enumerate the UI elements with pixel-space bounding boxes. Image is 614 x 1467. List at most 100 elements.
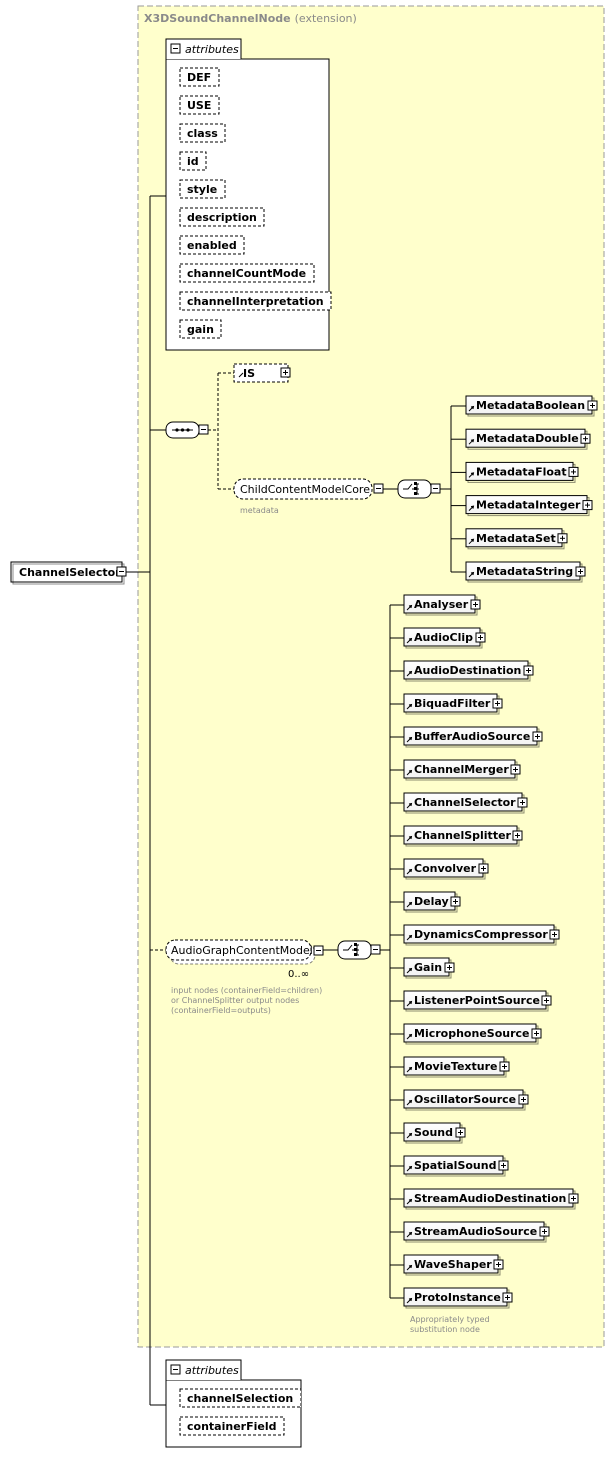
sequence-compositor[interactable] xyxy=(165,421,209,439)
audio-element-label: Analyser xyxy=(414,598,469,611)
attribute-label: containerField xyxy=(187,1420,276,1433)
audio-element-label: AudioDestination xyxy=(414,664,521,677)
audio-choice-compositor[interactable] xyxy=(337,940,381,960)
extension-base-label: X3DSoundChannelNode xyxy=(144,12,291,25)
attribute-label: gain xyxy=(187,323,214,336)
audio-element-StreamAudioSource[interactable]: StreamAudioSource xyxy=(403,1221,550,1243)
audio-graph-label: AudioGraphContentModel xyxy=(171,944,313,957)
attribute-label: enabled xyxy=(187,239,237,252)
audio-element-label: AudioClip xyxy=(414,631,473,644)
attribute-label: channelCountMode xyxy=(187,267,306,280)
audio-element-DynamicsCompressor[interactable]: DynamicsCompressor xyxy=(403,924,560,946)
audio-element-Sound[interactable]: Sound xyxy=(403,1122,466,1144)
metadata-element-MetadataDouble[interactable]: MetadataDouble xyxy=(465,428,591,450)
audio-element-MovieTexture[interactable]: MovieTexture xyxy=(403,1056,510,1078)
attribute-label: channelInterpretation xyxy=(187,295,324,308)
audio-graph-annotation-line-1: input nodes (containerField=children) xyxy=(171,986,322,995)
audio-choice-lines xyxy=(380,605,391,1298)
attribute-label: style xyxy=(187,183,217,196)
audio-element-ChannelSelector[interactable]: ChannelSelector xyxy=(403,792,528,814)
bottom-attribute-channelSelection[interactable]: channelSelection xyxy=(179,1388,302,1408)
top-attribute-channelCountMode[interactable]: channelCountMode xyxy=(179,263,315,283)
audio-element-Convolver[interactable]: Convolver xyxy=(403,858,489,880)
audio-element-ListenerPointSource[interactable]: ListenerPointSource xyxy=(403,990,552,1012)
audio-element-label: Gain xyxy=(414,961,442,974)
top-attribute-DEF[interactable]: DEF xyxy=(179,67,220,87)
metadata-element-label: MetadataBoolean xyxy=(476,399,585,412)
attributes-top-group: attributes DEF USE class id style description… xyxy=(165,38,332,351)
audio-element-label: ChannelSelector xyxy=(414,796,516,809)
audio-element-label: MovieTexture xyxy=(414,1060,497,1073)
proto-annotation-line-1: Appropriately typed xyxy=(410,1315,490,1324)
audio-element-SpatialSound[interactable]: SpatialSound xyxy=(403,1155,509,1177)
root-element-label: ChannelSelector xyxy=(19,566,121,579)
is-element[interactable]: IS xyxy=(233,363,291,383)
attributes-top-title: attributes xyxy=(185,43,239,56)
audio-element-MicrophoneSource[interactable]: MicrophoneSource xyxy=(403,1023,542,1045)
attribute-label: DEF xyxy=(187,71,211,84)
audio-element-OscillatorSource[interactable]: OscillatorSource xyxy=(403,1089,529,1111)
is-element-label: IS xyxy=(243,367,255,380)
attribute-label: class xyxy=(187,127,218,140)
audio-element-Delay[interactable]: Delay xyxy=(403,891,461,913)
audio-element-label: BiquadFilter xyxy=(414,697,491,710)
top-attribute-description[interactable]: description xyxy=(179,207,265,227)
audio-element-label: Sound xyxy=(414,1126,453,1139)
root-element[interactable]: ChannelSelector xyxy=(10,561,127,585)
metadata-element-label: MetadataSet xyxy=(476,532,556,545)
audio-element-WaveShaper[interactable]: WaveShaper xyxy=(403,1254,504,1276)
child-core-annotation: metadata xyxy=(240,506,279,515)
top-attribute-enabled[interactable]: enabled xyxy=(179,235,245,255)
audio-element-label: StreamAudioSource xyxy=(414,1225,537,1238)
audio-element-label: ChannelMerger xyxy=(414,763,509,776)
audio-element-Analyser[interactable]: Analyser xyxy=(403,594,481,616)
audio-element-AudioDestination[interactable]: AudioDestination xyxy=(403,660,534,682)
metadata-element-MetadataFloat[interactable]: MetadataFloat xyxy=(465,461,579,483)
audio-graph-annotation-line-3: (containerField=outputs) xyxy=(171,1006,271,1015)
audio-element-AudioClip[interactable]: AudioClip xyxy=(403,627,486,649)
audio-graph-annotation-line-2: or ChannelSplitter output nodes xyxy=(171,996,299,1005)
audio-element-label: ChannelSplitter xyxy=(414,829,512,842)
top-attribute-class[interactable]: class xyxy=(179,123,226,143)
audio-element-StreamAudioDestination[interactable]: StreamAudioDestination xyxy=(403,1188,579,1210)
top-attribute-id[interactable]: id xyxy=(179,151,207,171)
metadata-element-MetadataInteger[interactable]: MetadataInteger xyxy=(465,495,593,517)
audio-element-label: ListenerPointSource xyxy=(414,994,540,1007)
audio-element-label: WaveShaper xyxy=(414,1258,492,1271)
top-attribute-gain[interactable]: gain xyxy=(179,319,222,339)
audio-element-label: DynamicsCompressor xyxy=(414,928,548,941)
audio-element-label: StreamAudioDestination xyxy=(414,1192,566,1205)
top-attribute-style[interactable]: style xyxy=(179,179,226,199)
attribute-label: id xyxy=(187,155,199,168)
metadata-element-label: MetadataFloat xyxy=(476,465,567,478)
attribute-label: USE xyxy=(187,99,211,112)
metadata-element-MetadataSet[interactable]: MetadataSet xyxy=(465,528,568,550)
bottom-attribute-containerField[interactable]: containerField xyxy=(179,1416,285,1436)
audio-element-ChannelSplitter[interactable]: ChannelSplitter xyxy=(403,825,523,847)
sequence-lines xyxy=(208,372,234,490)
svg-text:X3DSoundChannelNode(extension): X3DSoundChannelNode(extension) xyxy=(144,12,357,25)
child-core-label: ChildContentModelCore xyxy=(240,483,370,496)
proto-annotation-line-2: substitution node xyxy=(410,1325,480,1334)
audio-graph-cardinality: 0..∞ xyxy=(288,969,309,980)
audio-element-label: BufferAudioSource xyxy=(414,730,530,743)
metadata-element-MetadataBoolean[interactable]: MetadataBoolean xyxy=(465,395,598,417)
metadata-element-MetadataString[interactable]: MetadataString xyxy=(465,561,586,583)
audio-element-label: ProtoInstance xyxy=(414,1291,501,1304)
top-attribute-USE[interactable]: USE xyxy=(179,95,220,115)
attribute-label: description xyxy=(187,211,257,224)
top-attribute-channelInterpretation[interactable]: channelInterpretation xyxy=(179,291,332,311)
metadata-choice-compositor[interactable] xyxy=(397,479,441,499)
attributes-bottom-title: attributes xyxy=(185,1364,239,1377)
audio-element-label: Convolver xyxy=(414,862,477,875)
audio-element-label: OscillatorSource xyxy=(414,1093,516,1106)
audio-element-ChannelMerger[interactable]: ChannelMerger xyxy=(403,759,521,781)
attributes-bottom-group: attributes channelSelection containerFiel… xyxy=(165,1359,302,1448)
audio-element-BiquadFilter[interactable]: BiquadFilter xyxy=(403,693,503,715)
audio-element-BufferAudioSource[interactable]: BufferAudioSource xyxy=(403,726,543,748)
audio-graph-group[interactable]: AudioGraphContentModel 0..∞ input nodes … xyxy=(165,939,324,1015)
audio-element-ProtoInstance[interactable]: ProtoInstance xyxy=(403,1287,513,1309)
child-core-group[interactable]: ChildContentModelCore metadata xyxy=(233,478,384,515)
audio-element-Gain[interactable]: Gain xyxy=(403,957,455,979)
